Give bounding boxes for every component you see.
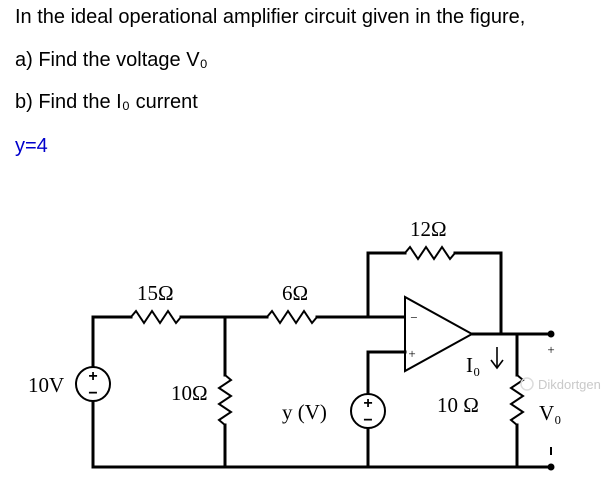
- op-amp-triangle: [404, 295, 475, 373]
- voltage-source-10v-circle: [75, 366, 111, 402]
- output-terminal-bottom: [547, 463, 555, 471]
- voltage-source-y-label: y (V): [282, 400, 327, 424]
- given-value: y=4: [15, 135, 48, 157]
- resistor-15-ohm-label: 15Ω: [137, 281, 174, 305]
- resistor-10-ohm-shunt-label: 10Ω: [171, 381, 208, 405]
- resistor-10-ohm-load-label: 10 Ω: [437, 393, 479, 417]
- vo-plus-sign: +: [547, 342, 554, 357]
- resistor-12-ohm: [404, 245, 456, 261]
- op-amp-plus-sign: +: [408, 346, 415, 361]
- voltage-source-y-minus: −: [363, 412, 372, 429]
- voltage-source-10v-label: 10V: [28, 373, 64, 397]
- watermark-text: Dikdortgen: [538, 377, 601, 392]
- voltage-source-y-circle: [350, 393, 386, 429]
- io-current-arrow-icon: [490, 347, 504, 370]
- op-amp: − +: [404, 295, 475, 373]
- voltage-source-10v: + −: [75, 366, 111, 402]
- resistor-6-ohm-label: 6Ω: [282, 281, 308, 305]
- io-current-label: I₀: [466, 353, 480, 377]
- op-amp-minus-sign: −: [410, 310, 417, 325]
- voltage-source-10v-plus: +: [88, 368, 97, 385]
- vo-label: V₀: [539, 401, 562, 425]
- watermark: Dikdortgen: [520, 377, 601, 392]
- voltage-source-10v-minus: −: [88, 385, 97, 402]
- voltage-source-y: + −: [350, 393, 386, 429]
- resistor-6-ohm: [266, 309, 318, 325]
- question-part-b: b) Find the I₀ current: [15, 91, 198, 113]
- resistor-12-ohm-label: 12Ω: [410, 217, 447, 241]
- question-part-a: a) Find the voltage V₀: [15, 49, 208, 71]
- voltage-source-y-plus: +: [363, 395, 372, 412]
- output-terminal-top: [547, 330, 555, 338]
- resistor-15-ohm: [130, 309, 182, 325]
- question-intro: In the ideal operational amplifier circu…: [15, 6, 526, 28]
- resistor-10-ohm-shunt: [217, 374, 233, 426]
